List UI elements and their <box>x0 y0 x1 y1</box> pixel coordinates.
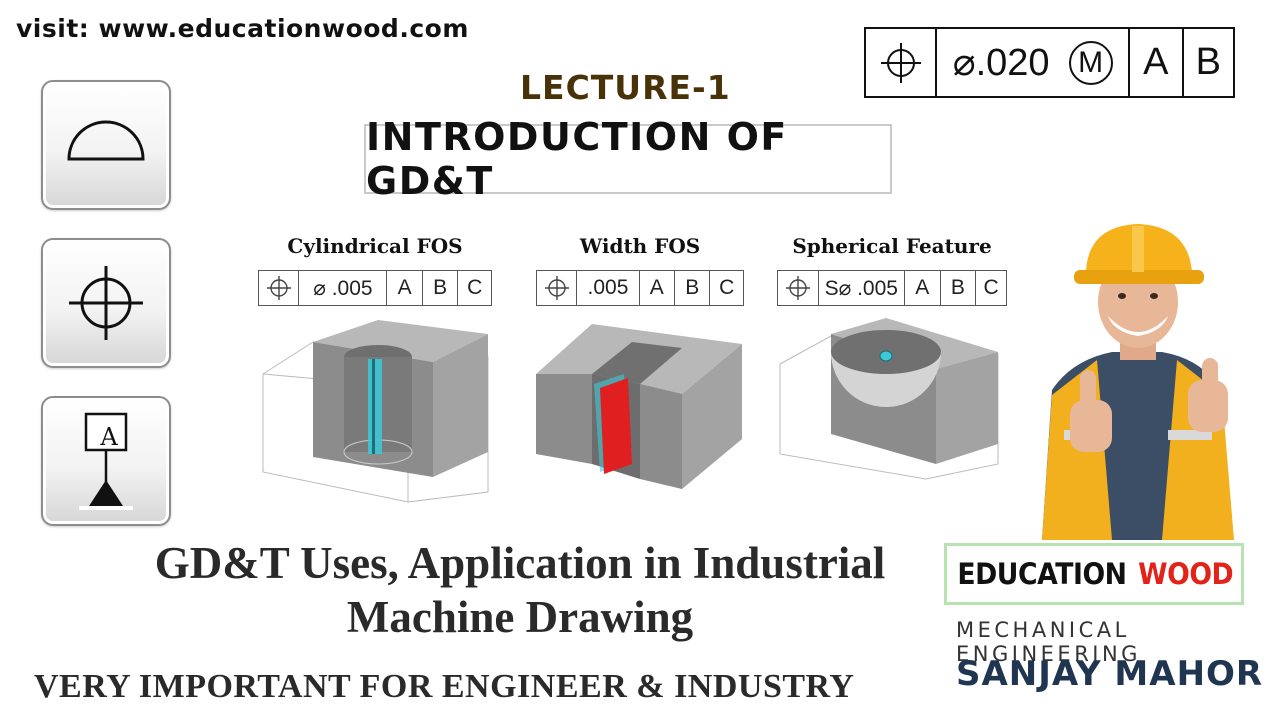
datum-feature-icon <box>79 412 133 510</box>
datum-a: A <box>905 271 941 305</box>
datum-feature-tile: A <box>41 396 171 526</box>
fcf-cylindrical: ⌀ .005 A B C <box>258 270 492 306</box>
fcf-width: .005 A B C <box>536 270 744 306</box>
position-icon <box>537 271 578 305</box>
brand-part-2: WOOD <box>1138 557 1234 591</box>
feature-title-spherical: Spherical Feature <box>792 234 992 258</box>
mmc-modifier: M <box>1068 40 1113 85</box>
datum-c: C <box>983 276 999 299</box>
tagline: MECHANICAL ENGINEERING <box>956 618 1141 666</box>
datum-a: A <box>387 271 423 305</box>
profile-of-surface-icon <box>67 120 145 161</box>
datum-b: B <box>941 271 977 305</box>
tolerance-value: ⌀.020 <box>952 42 1050 84</box>
engineer-illustration <box>1042 224 1234 540</box>
subline: VERY IMPORTANT FOR ENGINEER & INDUSTRY <box>34 668 855 705</box>
datum-c: C <box>467 276 483 299</box>
feature-title-cylindrical: Cylindrical FOS <box>287 234 463 258</box>
brand-logo: EDUCATION WOOD <box>944 543 1244 605</box>
fcf-spherical: S⌀ .005 A B C <box>777 270 1007 306</box>
datum-b: B <box>423 271 459 305</box>
feature-title-width: Width FOS <box>579 234 701 258</box>
brand-part-1: EDUCATION <box>957 557 1128 591</box>
lecture-label: LECTURE-1 <box>520 68 731 107</box>
position-icon <box>69 266 143 340</box>
tolerance-width: .005 <box>577 271 640 305</box>
datum-a: A <box>1130 29 1184 96</box>
position-tile <box>41 238 171 368</box>
feature-control-frame: ⌀.020 M A B <box>864 27 1235 98</box>
datum-a: A <box>640 271 675 305</box>
headline-line-2: Machine Drawing <box>346 592 694 642</box>
tolerance-cylindrical: ⌀ .005 <box>299 271 388 305</box>
profile-of-surface-tile <box>41 80 171 210</box>
headline: GD&T Uses, Application in Industrial Mac… <box>80 536 960 644</box>
cylindrical-fos-illustration <box>262 320 489 503</box>
author-name: SANJAY MAHOR <box>956 654 1264 694</box>
width-fos-illustration <box>536 324 742 489</box>
position-icon <box>778 271 819 305</box>
datum-letter: A <box>100 423 118 451</box>
website-url: visit: www.educationwood.com <box>16 14 469 43</box>
tolerance-spherical: S⌀ .005 <box>819 271 905 305</box>
datum-b: B <box>1195 41 1221 83</box>
headline-line-1: GD&T Uses, Application in Industrial <box>154 538 886 588</box>
position-icon <box>866 29 938 96</box>
page-title: INTRODUCTION OF GD&T <box>366 115 788 203</box>
datum-b: B <box>675 271 711 305</box>
spherical-feature-illustration <box>779 318 999 480</box>
datum-c: C <box>719 276 735 299</box>
position-icon <box>259 271 300 305</box>
title-box: INTRODUCTION OF GD&T <box>364 115 892 203</box>
